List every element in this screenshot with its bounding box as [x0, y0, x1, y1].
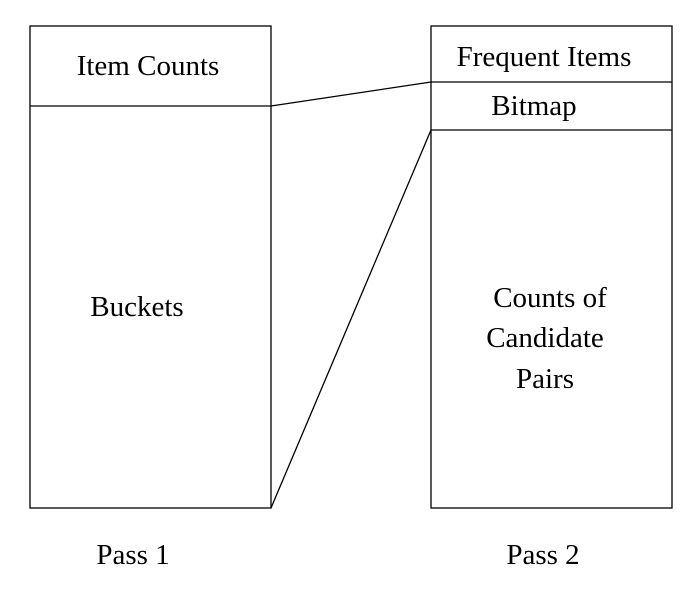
pass1-outer-box: [29, 25, 272, 509]
pass2-outer-box: [430, 25, 673, 509]
pass2-caption: Pass 2: [506, 539, 579, 571]
buckets-label: Buckets: [90, 291, 183, 323]
candidate-label: Candidate: [486, 322, 604, 354]
bitmap-label: Bitmap: [491, 90, 576, 122]
item-counts-label: Item Counts: [77, 50, 220, 82]
counts-of-label: Counts of: [493, 282, 607, 314]
pass2-column: Frequent Items Bitmap Counts of Candidat…: [430, 25, 673, 509]
frequent-items-label: Frequent Items: [457, 41, 632, 73]
connector-bottom: [270, 129, 432, 509]
connector-top: [270, 81, 432, 107]
connector-lines: [270, 81, 432, 509]
pass1-column: Item Counts Buckets: [29, 25, 272, 509]
pairs-label: Pairs: [516, 363, 574, 395]
pass1-caption: Pass 1: [96, 539, 169, 571]
